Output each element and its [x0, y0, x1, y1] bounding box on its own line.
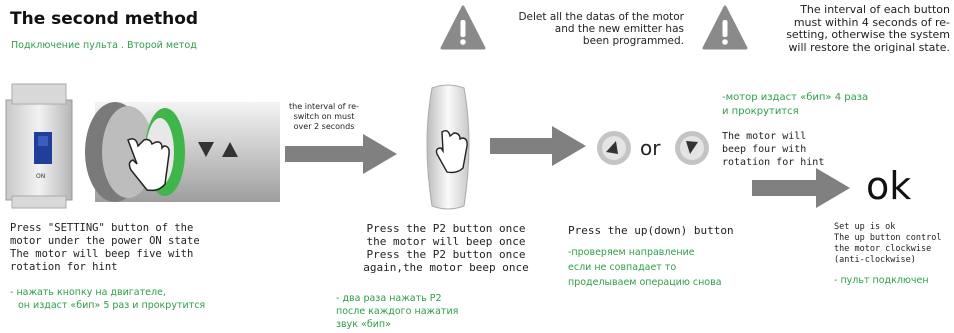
- step3-ru-text: -проверяем направление если не совпадает…: [568, 247, 722, 288]
- step4-text: Set up is ok The up button control the m…: [834, 222, 942, 265]
- step3-ru-top: -мотор издаст «бип» 4 раза и прокрутится: [722, 92, 869, 117]
- arrow1-note: the interval of re- switch on must over …: [289, 102, 359, 131]
- step2-ru-text: - два раза нажать P2 после каждого нажат…: [336, 293, 459, 330]
- ok-label: ok: [866, 164, 912, 208]
- step3-text: Press the up(down) button: [568, 224, 734, 237]
- warning-text-1: Delet all the datas of the motor and the…: [518, 11, 684, 47]
- step4-ru-text: - пульт подключен: [834, 275, 929, 286]
- step3-hint: The motor will beep four with rotation f…: [722, 131, 825, 168]
- step1-ru-text: - нажать кнопку на двигателе, он издаст …: [10, 287, 206, 311]
- warning-text-2: The interval of each button must within …: [786, 3, 950, 54]
- motor-illustration: ON: [5, 83, 280, 209]
- remote-illustration: [426, 84, 470, 210]
- warning-triangle-icon: [440, 5, 486, 50]
- warning-triangle-icon: [702, 5, 748, 50]
- step2-text: Press the P2 button once the motor will …: [363, 222, 529, 274]
- page-subtitle: Подключение пульта . Второй метод: [11, 40, 197, 51]
- up-button-icon: [597, 131, 631, 165]
- arrow-right-icon: [752, 168, 850, 208]
- arrow-right-icon: [285, 134, 397, 174]
- arrow-right-icon: [490, 126, 586, 166]
- down-button-icon: [675, 131, 709, 165]
- or-label: or: [640, 136, 661, 160]
- switch-label: ON: [36, 173, 45, 180]
- page-title: The second method: [10, 9, 199, 29]
- step1-text: Press "SETTING" button of the motor unde…: [10, 222, 200, 273]
